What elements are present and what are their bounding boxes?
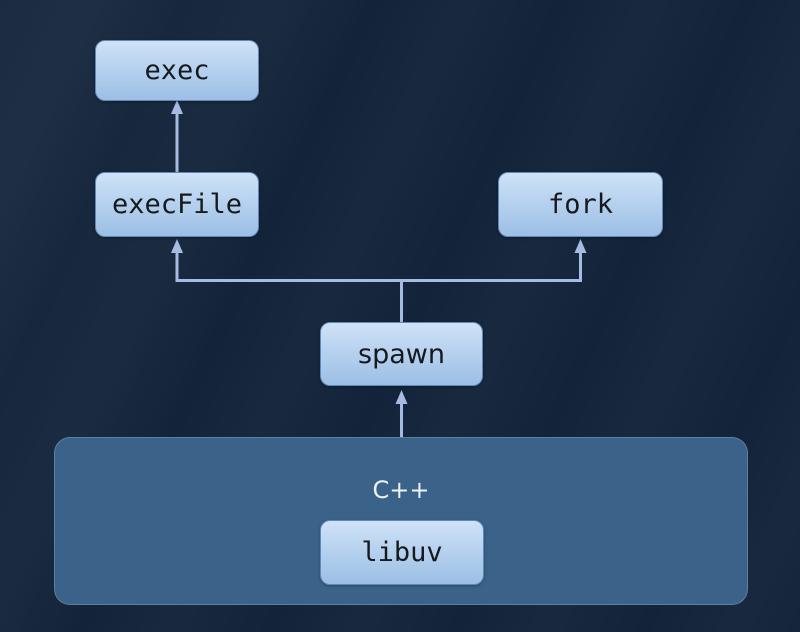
node-libuv-label: libuv <box>361 537 443 568</box>
cpp-container-label: C++ <box>372 476 430 504</box>
arrowhead-into-exec <box>171 100 183 114</box>
node-exec-label: exec <box>144 55 210 86</box>
arrowhead-into-execfile <box>171 239 183 253</box>
node-fork: fork <box>498 172 663 237</box>
node-exec: exec <box>95 40 259 101</box>
arrowhead-into-spawn <box>395 390 408 404</box>
node-execfile-label: execFile <box>111 189 243 220</box>
node-fork-label: fork <box>547 189 614 220</box>
node-execfile: execFile <box>95 172 259 237</box>
arrowhead-into-fork <box>574 239 587 253</box>
node-libuv: libuv <box>320 520 484 585</box>
node-spawn: spawn <box>320 322 483 386</box>
node-spawn-label: spawn <box>358 338 445 370</box>
